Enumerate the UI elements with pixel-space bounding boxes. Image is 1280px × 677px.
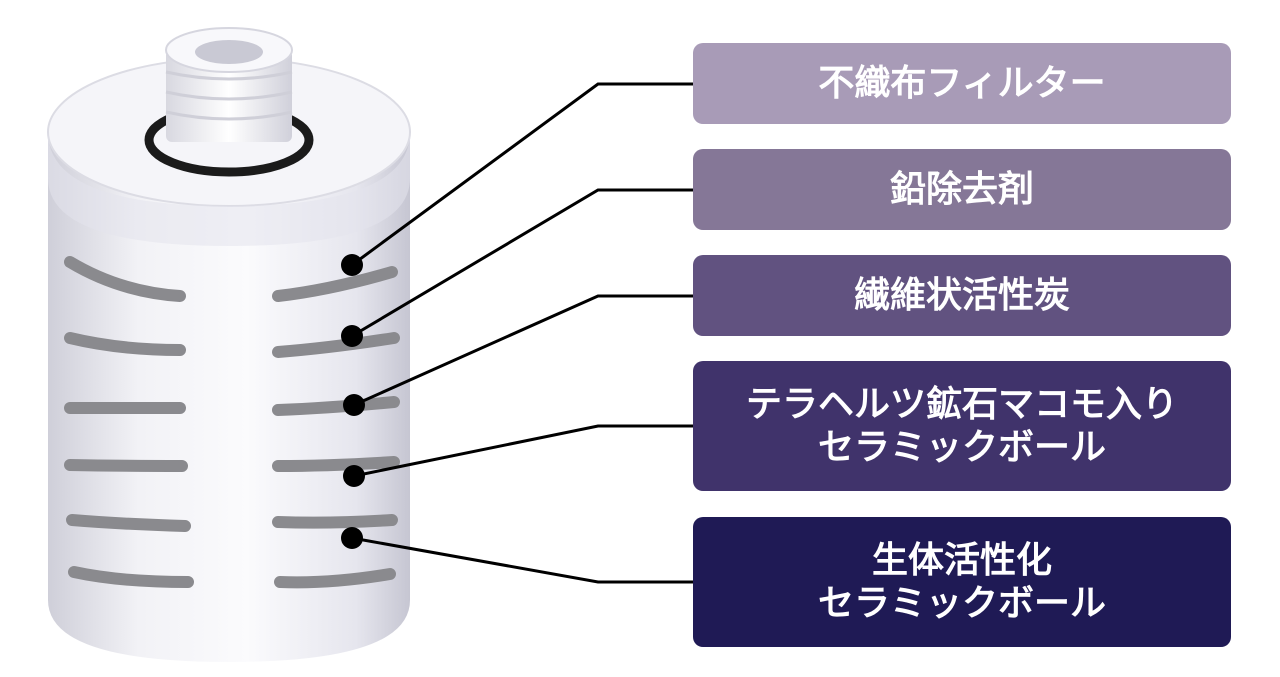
label-terahertz-ceramic-ball: テラヘルツ鉱石マコモ入り セラミックボール — [693, 361, 1231, 491]
label-line: 生体活性化 — [871, 539, 1052, 581]
filter-cartridge — [47, 27, 411, 662]
cartridge-rim — [48, 132, 410, 246]
leader-line-2 — [351, 188, 693, 338]
label-line: 繊維状活性炭 — [853, 274, 1070, 316]
leader-dot-4 — [343, 465, 365, 487]
label-nonwoven-filter: 不織布フィルター — [693, 43, 1231, 124]
leader-line-5 — [351, 536, 693, 584]
label-line: テラヘルツ鉱石マコモ入り — [745, 383, 1178, 425]
leader-line-1 — [351, 82, 693, 267]
label-bio-activation-ceramic-ball: 生体活性化 セラミックボール — [693, 517, 1231, 647]
leader-dot-5 — [341, 527, 363, 549]
leader-dot-3 — [343, 394, 365, 416]
label-line: 不織布フィルター — [818, 62, 1106, 104]
leader-dot-2 — [341, 325, 363, 347]
label-lead-remover: 鉛除去剤 — [693, 149, 1231, 230]
leader-lines — [351, 82, 693, 584]
cartridge-slots — [64, 256, 400, 589]
leader-line-3 — [353, 294, 693, 407]
label-line: 鉛除去剤 — [889, 168, 1034, 210]
leader-dot-1 — [341, 254, 363, 276]
leader-line-4 — [353, 424, 693, 478]
label-line: セラミックボール — [817, 583, 1106, 624]
threaded-nozzle — [165, 27, 293, 142]
label-line: セラミックボール — [817, 427, 1106, 468]
leader-dots — [341, 254, 365, 549]
label-fibrous-activated-carbon: 繊維状活性炭 — [693, 255, 1231, 336]
